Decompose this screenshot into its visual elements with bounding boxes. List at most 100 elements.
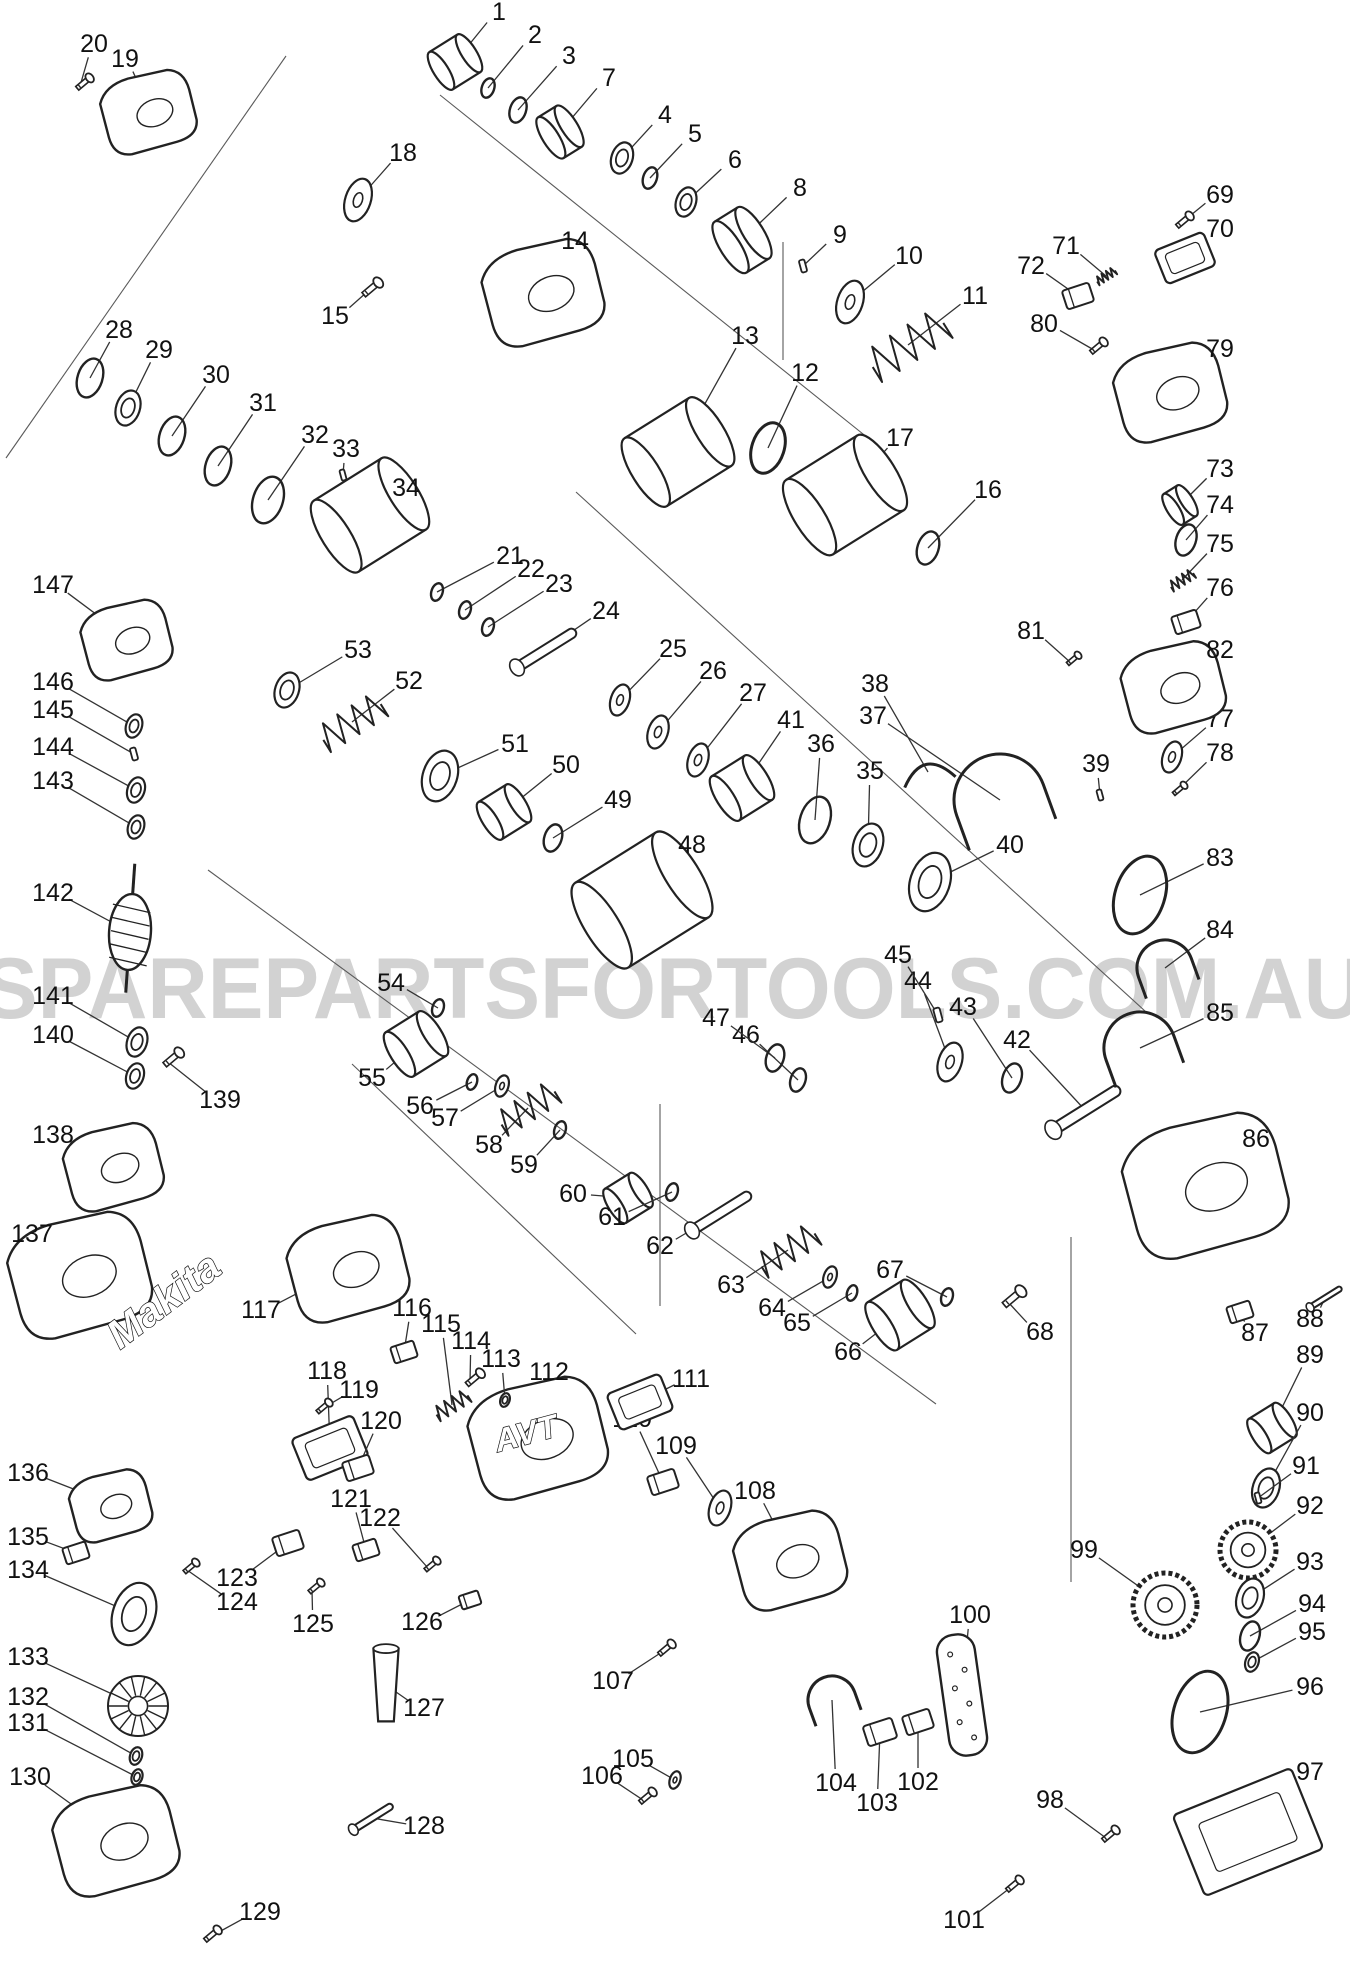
part-label-109: 109 <box>655 1432 697 1460</box>
part-53: 53 <box>273 636 372 709</box>
part-glyph-117 <box>285 1213 411 1324</box>
part-label-11: 11 <box>962 282 988 310</box>
part-glyph-97 <box>1172 1768 1324 1896</box>
part-glyph-86 <box>1120 1111 1290 1261</box>
part-label-46: 46 <box>732 1021 760 1049</box>
part-label-29: 29 <box>145 336 173 364</box>
part-label-10: 10 <box>895 242 923 270</box>
part-label-36: 36 <box>807 730 835 758</box>
leader-line-80 <box>1059 329 1095 351</box>
part-138: 138 <box>32 1121 165 1213</box>
part-glyph-134 <box>110 1581 158 1647</box>
leader-line-139 <box>167 1061 206 1093</box>
part-2: 2 <box>480 21 542 99</box>
part-42: 42 <box>1003 1026 1122 1141</box>
part-label-138: 138 <box>32 1121 74 1149</box>
part-glyph-107 <box>656 1638 677 1658</box>
leader-line-94 <box>1249 1609 1297 1637</box>
part-glyph-127 <box>372 1643 400 1723</box>
part-15: 15 <box>321 276 385 330</box>
leader-line-75 <box>1181 553 1208 581</box>
part-glyph-57 <box>493 1074 511 1098</box>
part-label-95: 95 <box>1298 1618 1326 1646</box>
part-label-78: 78 <box>1206 739 1234 767</box>
leader-line-52 <box>351 688 395 723</box>
part-glyph-81 <box>1065 650 1083 667</box>
part-label-41: 41 <box>777 706 805 734</box>
part-120: 120 <box>341 1407 402 1482</box>
part-126: 126 <box>401 1589 483 1636</box>
part-label-15: 15 <box>321 302 349 330</box>
part-95: 95 <box>1243 1618 1326 1673</box>
part-41: 41 <box>708 706 805 822</box>
part-12: 12 <box>749 359 819 475</box>
part-26: 26 <box>646 657 727 750</box>
part-glyph-68 <box>1001 1284 1028 1309</box>
part-label-135: 135 <box>7 1523 49 1551</box>
part-64: 64 <box>758 1265 839 1322</box>
part-40: 40 <box>907 831 1024 913</box>
part-89: 89 <box>1246 1341 1324 1455</box>
part-56: 56 <box>406 1073 479 1120</box>
part-52: 52 <box>321 667 423 754</box>
leader-line-122 <box>391 1527 429 1569</box>
part-label-31: 31 <box>249 389 277 417</box>
part-glyph-80 <box>1088 336 1109 356</box>
part-glyph-37 <box>952 752 1058 851</box>
part-13: 13 <box>620 322 759 508</box>
part-label-115: 115 <box>421 1310 461 1338</box>
part-123: 123 <box>216 1529 305 1592</box>
part-97: 97 <box>1172 1758 1324 1896</box>
part-61: 61 <box>598 1182 680 1231</box>
part-glyph-44 <box>936 1041 964 1083</box>
part-135: 135 <box>7 1523 91 1566</box>
part-62: 62 <box>646 1190 753 1260</box>
part-glyph-65 <box>845 1284 859 1302</box>
part-label-121: 121 <box>330 1485 372 1513</box>
part-glyph-129 <box>202 1924 223 1944</box>
part-glyph-128 <box>347 1802 394 1837</box>
part-glyph-139 <box>161 1046 186 1068</box>
part-label-118: 118 <box>307 1357 347 1385</box>
part-27: 27 <box>686 679 767 778</box>
leader-line-63 <box>745 1249 789 1279</box>
part-label-130: 130 <box>9 1763 51 1791</box>
part-80: 80 <box>1030 310 1109 356</box>
part-label-84: 84 <box>1206 916 1234 944</box>
part-label-34: 34 <box>392 474 420 502</box>
part-6: 6 <box>674 146 742 218</box>
part-label-106: 106 <box>581 1762 623 1790</box>
part-label-117: 117 <box>241 1296 281 1324</box>
part-glyph-73 <box>1161 484 1199 526</box>
part-label-20: 20 <box>80 30 108 58</box>
part-glyph-42 <box>1044 1084 1122 1141</box>
part-121: 121 <box>330 1485 381 1563</box>
part-glyph-6 <box>674 186 698 218</box>
part-45: 45 <box>884 941 944 1024</box>
part-label-26: 26 <box>699 657 727 685</box>
part-label-140: 140 <box>32 1021 74 1049</box>
part-glyph-20 <box>74 72 95 92</box>
part-glyph-137 <box>5 1210 154 1340</box>
part-glyph-140 <box>124 1062 146 1090</box>
part-143: 143 <box>32 767 146 840</box>
part-label-32: 32 <box>301 421 329 449</box>
leader-line-67 <box>905 1275 948 1298</box>
part-label-22: 22 <box>517 555 545 583</box>
part-label-48: 48 <box>678 831 706 859</box>
part-glyph-24 <box>508 627 578 677</box>
part-label-6: 6 <box>728 146 742 174</box>
part-label-92: 92 <box>1296 1492 1324 1520</box>
part-label-16: 16 <box>974 476 1002 504</box>
part-glyph-66 <box>864 1278 936 1352</box>
part-glyph-99 <box>1130 1570 1200 1640</box>
part-label-60: 60 <box>559 1180 587 1208</box>
part-glyph-59 <box>552 1120 568 1140</box>
part-label-126: 126 <box>401 1608 443 1636</box>
part-23: 23 <box>480 570 573 637</box>
part-glyph-48 <box>570 830 714 970</box>
part-label-128: 128 <box>403 1812 445 1840</box>
part-label-144: 144 <box>32 733 74 761</box>
part-glyph-25 <box>608 683 632 717</box>
part-70: 70 <box>1154 215 1234 285</box>
